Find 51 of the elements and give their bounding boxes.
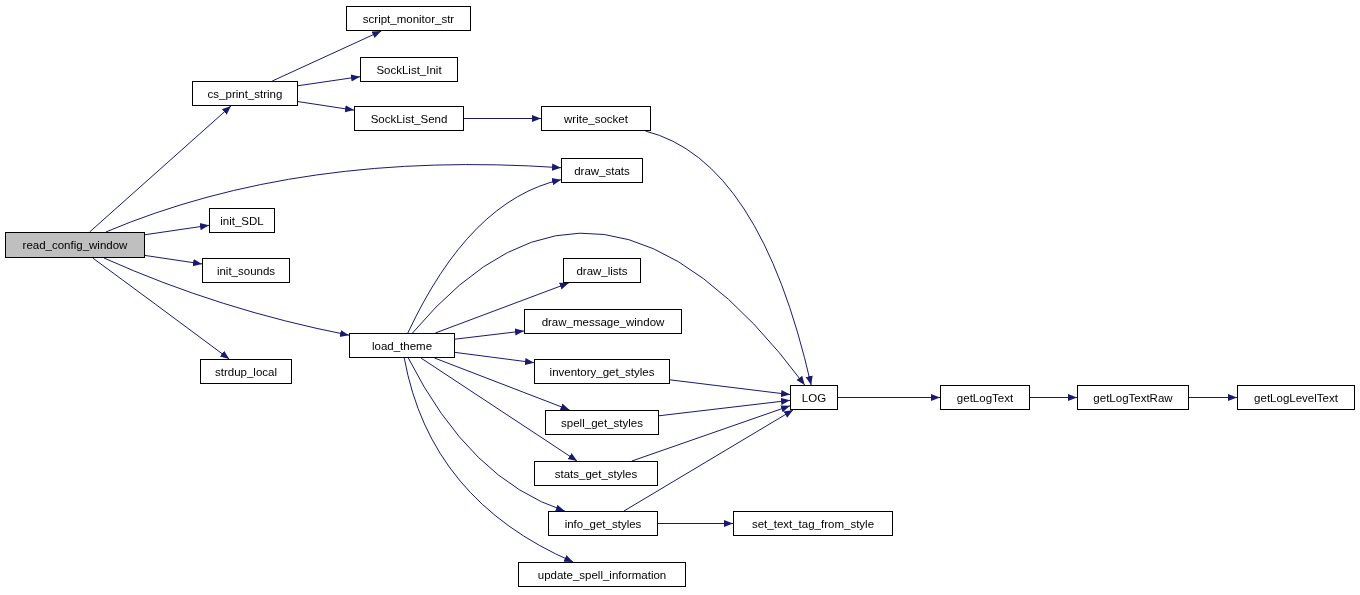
- function-box: init_SDL: [209, 208, 275, 233]
- function-box: draw_message_window: [524, 309, 682, 334]
- arrow: [403, 357, 574, 563]
- function-box: cs_print_string: [192, 81, 298, 106]
- function-box: set_text_tag_from_style: [733, 511, 893, 536]
- arrow: [103, 257, 350, 337]
- arrow: [92, 257, 230, 360]
- function-box: SockList_Send: [354, 106, 464, 131]
- arrow: [657, 519, 734, 528]
- arrow: [623, 409, 794, 512]
- function-box: strdup_local: [200, 359, 292, 384]
- arrow: [434, 282, 570, 334]
- arrow: [1188, 393, 1238, 402]
- arrow: [454, 351, 535, 366]
- arrow: [89, 105, 232, 233]
- arrow: [297, 74, 361, 87]
- function-box: inventory_get_styles: [534, 359, 670, 384]
- arrow: [144, 254, 203, 267]
- function-box: script_monitor_str: [346, 6, 471, 31]
- function-box: stats_get_styles: [534, 461, 658, 486]
- function-box: read_config_window: [5, 232, 145, 258]
- arrow: [297, 101, 355, 113]
- arrow: [837, 393, 941, 402]
- function-box: draw_lists: [563, 258, 641, 283]
- arrow: [412, 233, 806, 386]
- function-box: draw_stats: [561, 158, 643, 183]
- function-box: LOG: [790, 385, 838, 410]
- arrow: [420, 357, 578, 462]
- function-box: spell_get_styles: [545, 410, 659, 435]
- function-box: getLogText: [940, 385, 1030, 410]
- arrow: [463, 114, 542, 123]
- arrow: [271, 30, 382, 82]
- function-box: update_spell_information: [518, 562, 686, 587]
- function-box: load_theme: [349, 333, 455, 358]
- function-box: write_socket: [541, 106, 651, 131]
- arrow: [105, 163, 562, 233]
- arrow: [144, 223, 210, 236]
- arrow: [407, 357, 566, 512]
- function-box: init_sounds: [202, 258, 290, 283]
- arrow: [433, 357, 571, 411]
- arrow: [658, 397, 791, 417]
- function-box: SockList_Init: [360, 57, 458, 82]
- function-box: info_get_styles: [548, 511, 658, 536]
- arrow: [1029, 393, 1078, 402]
- arrow: [454, 328, 525, 340]
- function-box: getLogLevelText: [1237, 385, 1355, 410]
- arrow: [669, 379, 791, 398]
- function-box: getLogTextRaw: [1077, 385, 1189, 410]
- arrow: [631, 405, 791, 462]
- arrow: [407, 178, 562, 334]
- arrow: [644, 130, 813, 386]
